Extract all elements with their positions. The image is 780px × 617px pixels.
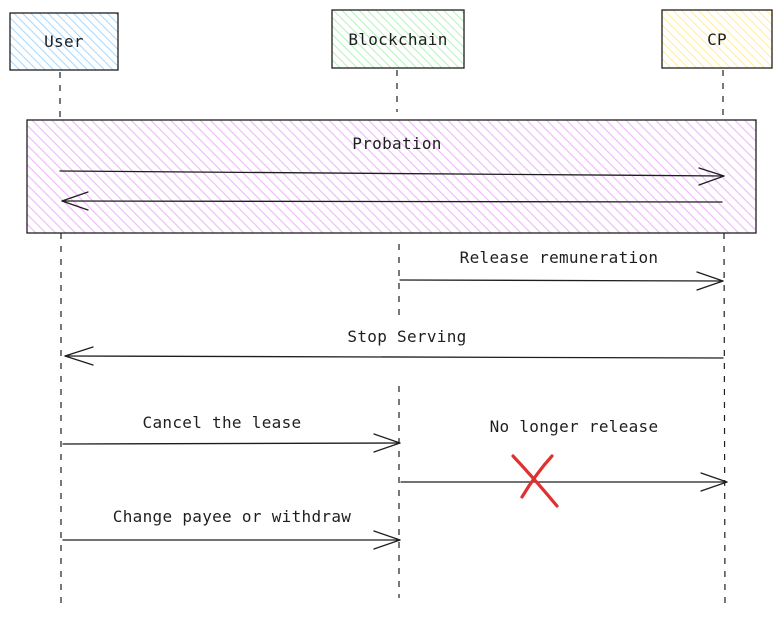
- arrow-cp-to-user: [61, 191, 723, 211]
- cp-box: [661, 9, 773, 69]
- cancel-lease-label: Cancel the lease: [143, 413, 302, 432]
- participant-user: User: [9, 12, 119, 71]
- message-cancel-lease: Cancel the lease: [62, 413, 401, 453]
- cp-label: CP: [707, 30, 727, 49]
- arrow-user-to-cp: [59, 167, 725, 186]
- participant-blockchain: Blockchain: [331, 9, 465, 69]
- release-remuneration-label: Release remuneration: [460, 248, 659, 267]
- probation-label: Probation: [352, 134, 441, 153]
- message-release-remuneration: Release remuneration: [399, 248, 724, 291]
- user-box: [9, 12, 119, 71]
- message-no-longer-release: No longer release: [400, 417, 728, 508]
- message-stop-serving: Stop Serving: [64, 327, 724, 366]
- change-payee-label: Change payee or withdraw: [113, 507, 351, 526]
- blockchain-box: [331, 9, 465, 69]
- cross-mark-icon: [511, 454, 559, 508]
- blockchain-label: Blockchain: [348, 30, 447, 49]
- probation-region: Probation: [26, 119, 757, 234]
- message-change-payee: Change payee or withdraw: [62, 507, 401, 550]
- user-label: User: [44, 32, 84, 51]
- no-longer-release-label: No longer release: [490, 417, 659, 436]
- probation-box: [26, 119, 757, 234]
- stop-serving-label: Stop Serving: [347, 327, 466, 346]
- participant-cp: CP: [661, 9, 773, 69]
- lifelines: [59, 70, 726, 607]
- cp-lifeline: [723, 232, 726, 607]
